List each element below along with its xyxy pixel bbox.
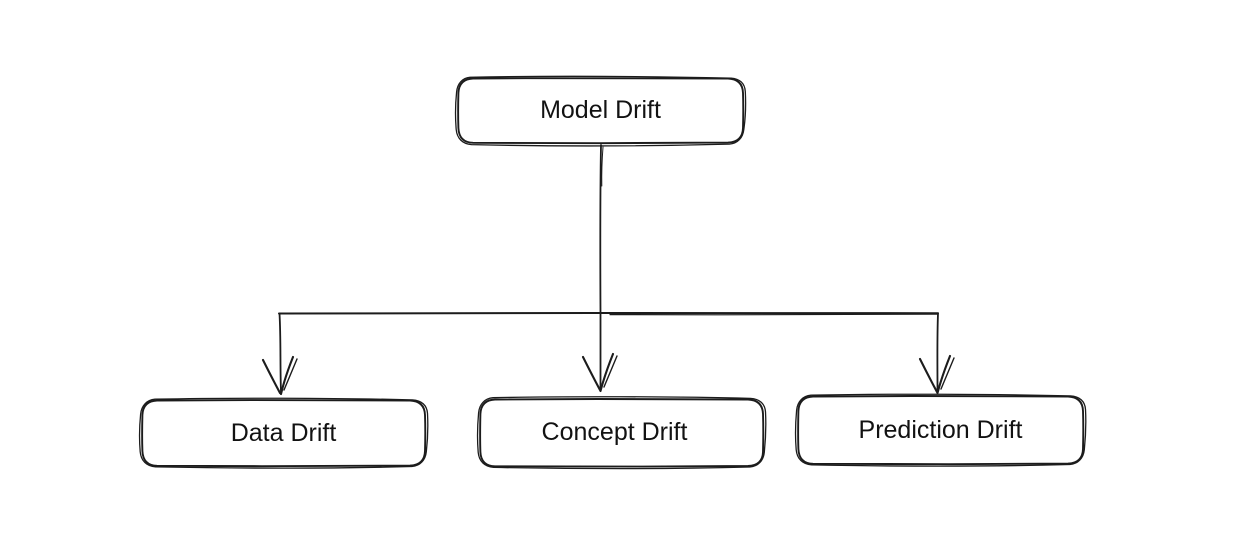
node-box-concept-drift bbox=[476, 396, 767, 470]
node-prediction-drift: Prediction Drift bbox=[798, 396, 1083, 464]
arrowhead-hatch bbox=[940, 357, 955, 390]
box-stroke-pass1 bbox=[797, 395, 1085, 466]
arrowhead-right-wing bbox=[936, 354, 952, 395]
arrowhead-hatch bbox=[283, 358, 298, 391]
node-box-model-drift bbox=[454, 75, 747, 147]
node-label-text: Data Drift bbox=[230, 418, 337, 447]
node-data-drift: Data Drift bbox=[142, 400, 425, 466]
connector-horizontal-rail bbox=[278, 311, 939, 315]
arrowhead-left-wing bbox=[918, 357, 939, 394]
node-concept-drift: Concept Drift bbox=[480, 399, 763, 466]
arrowhead-left-wing bbox=[581, 355, 602, 392]
node-label-text: Prediction Drift bbox=[858, 415, 1023, 444]
box-stroke-pass2 bbox=[138, 397, 429, 469]
arrow-stem bbox=[278, 312, 282, 393]
arrow-to-prediction-drift bbox=[918, 312, 955, 395]
node-box-data-drift bbox=[138, 397, 429, 469]
arrowhead-right-wing bbox=[599, 352, 615, 393]
box-stroke-pass1 bbox=[479, 398, 765, 468]
box-stroke-pass2 bbox=[794, 393, 1087, 467]
node-model-drift: Model Drift bbox=[458, 78, 743, 143]
arrow-stem bbox=[936, 312, 939, 392]
node-label-text: Concept Drift bbox=[541, 418, 688, 446]
arrow-to-data-drift bbox=[261, 312, 298, 396]
box-stroke-pass2 bbox=[454, 75, 747, 147]
node-box-prediction-drift bbox=[794, 393, 1087, 467]
box-stroke-pass2 bbox=[476, 396, 767, 470]
connector-root-to-children bbox=[278, 144, 939, 316]
connector-main-stem bbox=[599, 144, 602, 314]
arrowhead-right-wing bbox=[279, 355, 295, 396]
node-label-text: Model Drift bbox=[540, 96, 661, 124]
connector-horizontal-rail-retrace bbox=[609, 313, 938, 316]
arrow-to-concept-drift bbox=[581, 312, 618, 393]
arrowhead-hatch bbox=[603, 355, 618, 388]
box-stroke-pass1 bbox=[141, 399, 427, 468]
connector-main-stem-retrace bbox=[601, 146, 604, 187]
arrowhead-left-wing bbox=[261, 358, 282, 395]
